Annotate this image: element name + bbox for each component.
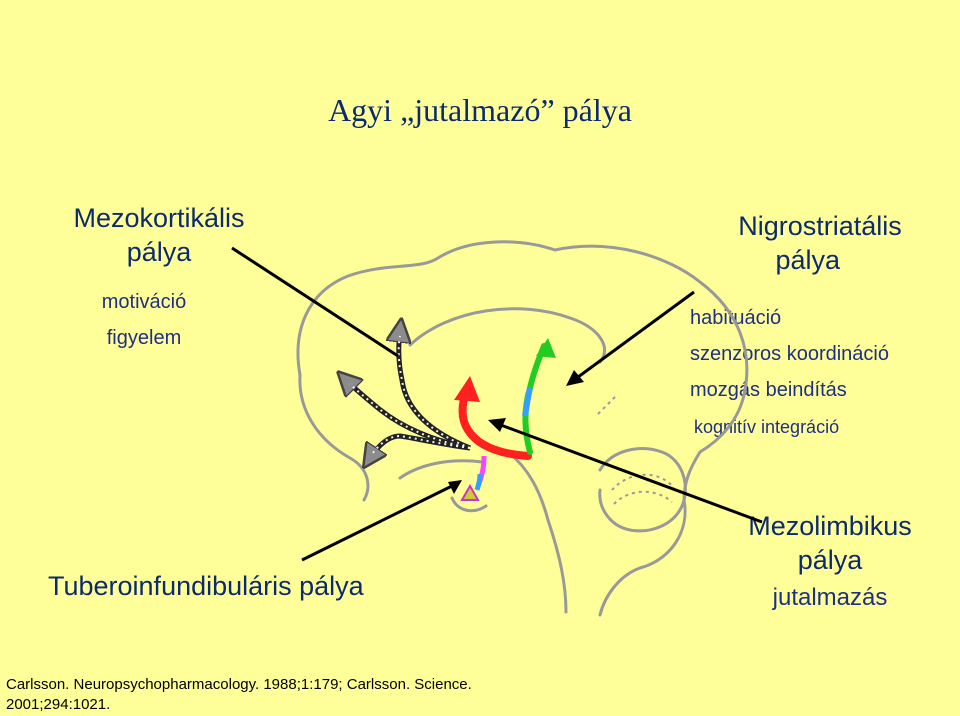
nigrostriatal-pointer-head [566,370,584,386]
tuberoinfundibular-heading: Tuberoinfundibuláris pálya [48,571,364,601]
mesolimbic-arrow-head [454,376,480,402]
corpus-callosum-outline [408,307,607,364]
hypothalamus-outline [450,496,488,513]
cerebellum-folds [597,395,675,505]
mesolimbic-pointer [497,422,763,524]
tuberoinfundibular-pointer [301,482,457,562]
mesolimbic-arrow [458,388,532,460]
nigrostriatal-heading-line1: Nigrostriatális [738,211,902,241]
page-title: Agyi „jutalmazó” pálya [328,92,632,128]
mesolimbic-heading-line2: pálya [797,545,863,575]
nigrostriatal-item-sensory-coordination: szenzoros koordináció [690,343,889,365]
nigrostriatal-arrow-head [536,338,556,358]
mesocortical-heading-line1: Mezokortikális [73,203,245,233]
mesocortical-arrows [346,330,471,458]
nigrostriatal-item-cognitive-integration: kognitív integráció [694,417,840,437]
brain-cortex-outline [296,240,749,617]
mesolimbic-pointer-head [488,418,506,432]
nigrostriatal-pointer [573,290,695,382]
tuberoinfundibular-pointer-head [448,480,462,494]
pointer-lines [231,246,763,562]
mesolimbic-function: jutalmazás [772,584,888,611]
nigrostriatal-item-habituation: habituáció [690,307,782,329]
midbrain-outline [506,450,550,522]
citation-line1: Carlsson. Neuropsychopharmacology. 1988;… [6,676,472,693]
mesocortical-heading-line2: pálya [126,237,192,267]
tuberoinfundibular-arrow-head [460,483,480,501]
nigrostriatal-heading-line2: pálya [775,245,840,275]
brain-outline [296,240,749,617]
cerebellum-outline [598,447,687,533]
diencephalon-outline [398,459,484,480]
mesolimbic-heading-line1: Mezolimbikus [748,511,912,541]
mesocortical-pointer [231,246,399,358]
brainstem-outline [546,518,568,614]
nigrostriatal-item-movement-initiation: mozgás beindítás [690,379,847,401]
citation-line2: 2001;294:1021. [6,696,111,713]
mesocortical-item-attention: figyelem [106,327,182,349]
brain-base-outline [298,373,370,502]
mesocortical-item-motivation: motiváció [101,291,187,313]
